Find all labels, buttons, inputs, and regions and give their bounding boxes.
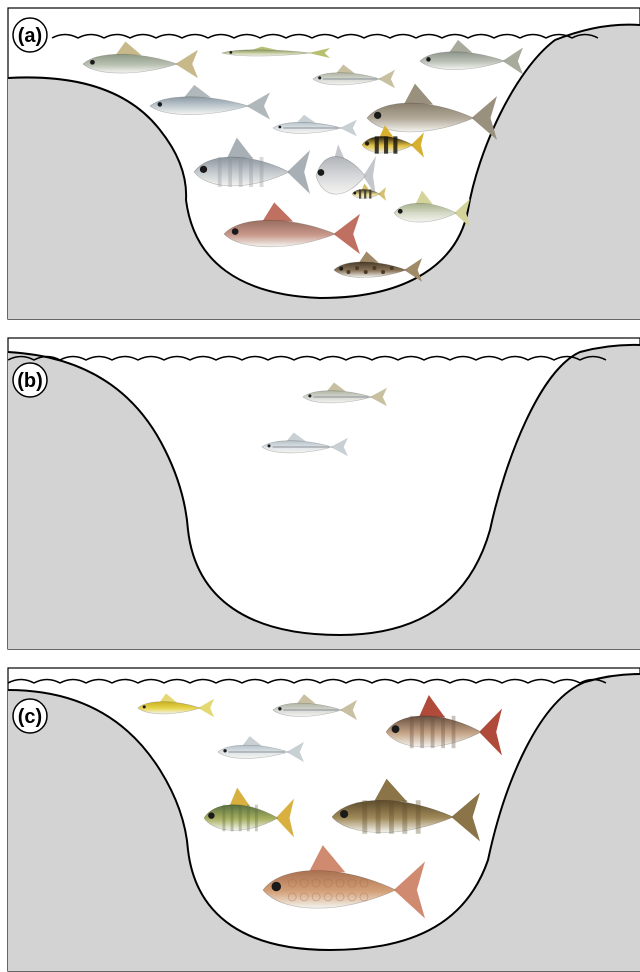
bluegill-band [255, 805, 258, 832]
small-banded-fish-eye [353, 192, 356, 195]
grey-mullet-eye [90, 60, 95, 65]
panel-b-svg: (b) [0, 330, 640, 652]
smallmouth-bass-band [389, 800, 394, 834]
goby-eye [339, 267, 343, 271]
bream-band [249, 157, 253, 187]
panel-a: (a) [0, 0, 640, 322]
panel-b-label-text: (b) [17, 370, 43, 392]
smallmouth-bass-band [362, 800, 367, 834]
panel-c-svg: (c) [0, 660, 640, 972]
banded-perch-band [375, 136, 379, 153]
goby-spot [381, 270, 385, 274]
bluegill-band [222, 805, 225, 832]
bream-eye [200, 166, 207, 173]
catfish-eye [374, 112, 381, 119]
goby-spot [355, 266, 359, 270]
common-carp-eye [272, 882, 282, 892]
bream-band [228, 157, 232, 187]
silver-biddy-eye [398, 209, 403, 214]
bream-band [239, 157, 243, 187]
panel-b-label: (b) [13, 363, 47, 397]
goby-spot [364, 270, 368, 274]
garfish-eye [229, 51, 232, 54]
goby-spot [346, 270, 350, 274]
goby-spot [372, 266, 376, 270]
panel-c-label: (c) [13, 699, 47, 733]
bream-band [218, 157, 222, 187]
bluegill-band [231, 805, 234, 832]
bluegill-eye [208, 812, 214, 818]
bluegill-band [247, 805, 250, 832]
hardyhead-eye [278, 707, 281, 710]
smallmouth-bass-eye [340, 810, 348, 818]
smallmouth-bass-band [402, 800, 407, 834]
bluegill-band [239, 805, 242, 832]
smelt-eye [268, 444, 271, 447]
banded-perch-band [393, 136, 397, 153]
small-banded-fish-band [369, 189, 371, 198]
panel-b: (b) [0, 330, 640, 652]
striped-mullet-eye [426, 57, 430, 61]
small-banded-fish-band [359, 189, 361, 198]
hardyhead-eye [308, 394, 311, 397]
red-snapper-eye [232, 228, 239, 235]
panel-a-label: (a) [13, 18, 47, 52]
tilapia-band [410, 716, 414, 748]
smallmouth-bass-band [376, 800, 381, 834]
panel-c: (c) [0, 660, 640, 972]
silver-mullet-eye [158, 102, 162, 106]
tilapia-band [441, 716, 445, 748]
tilapia-band [420, 716, 424, 748]
gambusia-eye [143, 705, 146, 708]
panel-c-label-text: (c) [18, 706, 42, 728]
bream-band [260, 157, 264, 187]
panel-a-label-text: (a) [18, 25, 42, 47]
banded-perch-band [384, 136, 388, 153]
tilapia-band [431, 716, 435, 748]
tilapia-eye [392, 725, 400, 733]
goby-spot [390, 266, 394, 270]
small-banded-fish-band [364, 189, 366, 198]
moonfish-eye [318, 169, 325, 176]
smallmouth-bass-band [416, 800, 421, 834]
hardyhead-eye [318, 76, 321, 79]
panel-a-svg: (a) [0, 0, 640, 322]
tilapia-band [452, 716, 456, 748]
smelt-eye [223, 749, 226, 752]
banded-perch-eye [365, 141, 369, 145]
smelt-eye [278, 126, 281, 129]
